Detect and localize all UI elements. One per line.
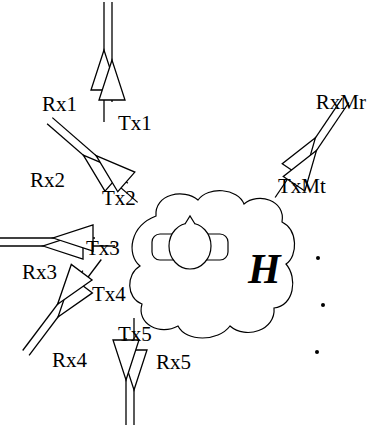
antenna-label: Tx2 [102,188,136,209]
ellipsis-dot [315,350,319,354]
antenna-label: Rx5 [156,352,191,373]
antenna-label: Rx3 [22,262,57,283]
antenna-pair [91,2,125,122]
antenna-label: Tx5 [118,324,152,345]
antenna-label: Tx4 [92,284,126,305]
antenna-pair [12,247,111,363]
antenna-label: Rx1 [42,94,77,115]
channel-cloud: H [126,186,298,344]
channel-label: H [248,248,281,290]
antenna-label: Tx1 [118,113,152,134]
ellipsis-dot [321,303,325,307]
ellipsis-dot [316,256,320,260]
antenna-label: TxMt [278,176,326,197]
antenna-label: Rx4 [52,350,87,371]
antenna-label: RxMr [316,92,366,113]
antenna-label: Tx3 [86,238,120,259]
antenna-label: Rx2 [30,170,65,191]
antenna-pair [39,108,152,212]
